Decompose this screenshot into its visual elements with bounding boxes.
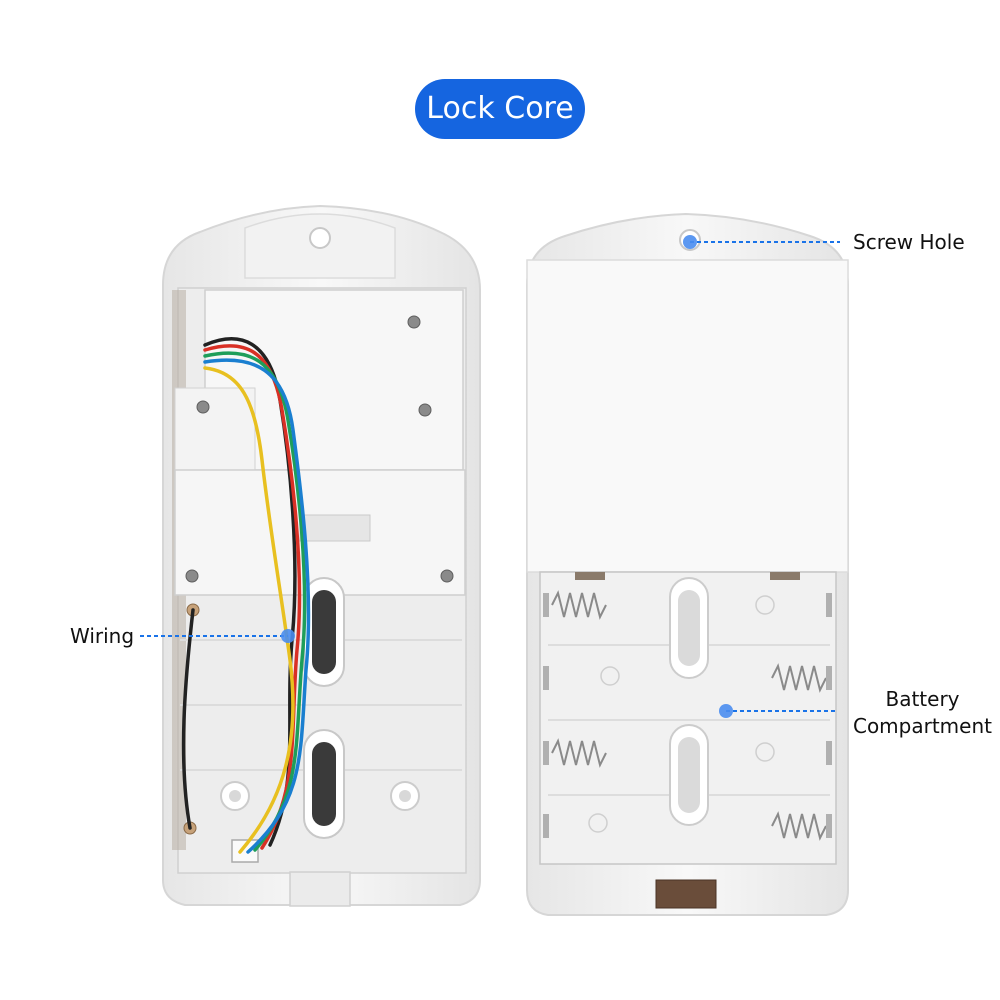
title-badge: Lock Core [415, 79, 585, 139]
wiring-label: Wiring [70, 624, 135, 648]
wiring-marker [281, 629, 295, 643]
wire-harness [181, 337, 311, 854]
callout-lines [140, 235, 840, 718]
battery-housing [526, 212, 849, 916]
plate-screws [185, 315, 454, 583]
screw-hole-label: Screw Hole [853, 230, 965, 254]
lock-core-housing [162, 204, 481, 907]
lock-screw-hole [309, 227, 331, 249]
battery-label-line1: Battery [885, 687, 960, 711]
battery-label-line2: Compartment [852, 714, 992, 738]
battery-springs [551, 590, 827, 841]
battery-marker [719, 704, 733, 718]
screw-hole-marker [683, 235, 697, 249]
battery-compartment-label: Battery Compartment [845, 686, 1000, 740]
wire-connector [231, 839, 259, 863]
battery-cover [526, 259, 849, 573]
